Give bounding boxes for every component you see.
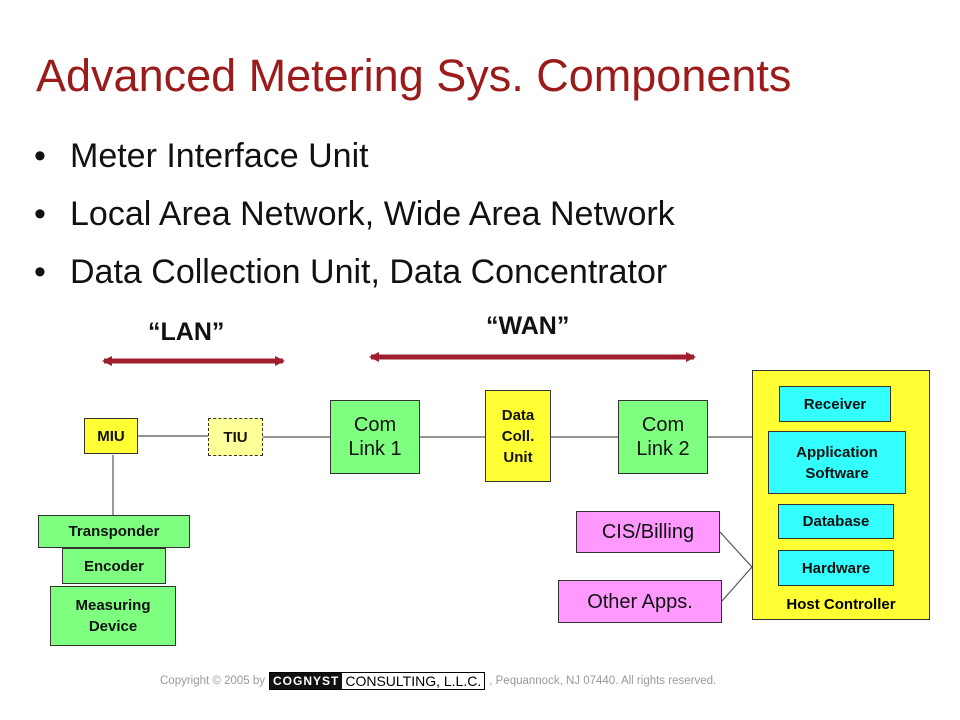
- bullet-text: Data Collection Unit, Data Concentrator: [70, 253, 668, 291]
- receiver-box: Receiver: [779, 386, 891, 422]
- data-coll-unit-line: Unit: [503, 448, 533, 466]
- otherapps-host-line: [721, 566, 753, 602]
- tiu-box: TIU: [208, 418, 263, 456]
- miu-box: MIU: [84, 418, 138, 454]
- other-apps-box: Other Apps.: [558, 580, 722, 623]
- data-coll-unit-box: Data Coll. Unit: [485, 390, 551, 482]
- data-coll-unit-line: Coll.: [501, 427, 535, 445]
- cis-billing-box: CIS/Billing: [576, 511, 720, 553]
- host-controller-box: Receiver Application Software Database H…: [752, 370, 930, 620]
- lan-label: “LAN”: [148, 318, 225, 346]
- bullet-item: • Local Area Network, Wide Area Network: [30, 193, 675, 251]
- com-link-1-box: Com Link 1: [330, 400, 420, 474]
- bullet-list: • Meter Interface Unit • Local Area Networ…: [30, 135, 675, 309]
- hardware-box: Hardware: [778, 550, 894, 586]
- application-software-box: Application Software: [768, 431, 906, 494]
- copyright-footer: Copyright © 2005 by COGNYST CONSULTING, …: [160, 672, 716, 690]
- copyright-text: Copyright © 2005 by: [160, 675, 266, 687]
- measuring-device-line: Measuring: [75, 597, 151, 614]
- com-link-2-line: Com: [641, 414, 685, 436]
- com-link-2-line: Link 2: [636, 438, 690, 460]
- company-logo: COGNYST CONSULTING, L.L.C.: [269, 672, 486, 690]
- slide-title: Advanced Metering Sys. Components: [36, 50, 792, 101]
- bullet-item: • Data Collection Unit, Data Concentrator: [30, 251, 675, 309]
- bullet-item: • Meter Interface Unit: [30, 135, 675, 193]
- encoder-box: Encoder: [62, 548, 166, 584]
- host-controller-label: Host Controller: [786, 596, 896, 613]
- wan-label: “WAN”: [486, 312, 570, 340]
- application-software-line: Software: [805, 464, 869, 482]
- data-coll-unit-line: Data: [501, 406, 535, 424]
- bullet-text: Local Area Network, Wide Area Network: [70, 195, 675, 233]
- bullet-dot: •: [34, 253, 46, 291]
- bullet-dot: •: [34, 137, 46, 175]
- application-software-line: Application: [796, 443, 878, 461]
- logo-dark-part: COGNYST: [270, 673, 343, 689]
- com-link-1-line: Com: [353, 414, 397, 436]
- bullet-dot: •: [34, 195, 46, 233]
- cis-host-line: [719, 531, 753, 568]
- transponder-box: Transponder: [38, 515, 190, 548]
- address-text: , Pequannock, NJ 07440. All rights reser…: [489, 675, 717, 687]
- measuring-device-box: Measuring Device: [50, 586, 176, 646]
- com-link-1-line: Link 1: [348, 438, 402, 460]
- com-link-2-box: Com Link 2: [618, 400, 708, 474]
- database-box: Database: [778, 504, 894, 539]
- measuring-device-line: Device: [88, 618, 138, 635]
- bullet-text: Meter Interface Unit: [70, 137, 369, 175]
- logo-light-part: CONSULTING, L.L.C.: [342, 673, 485, 689]
